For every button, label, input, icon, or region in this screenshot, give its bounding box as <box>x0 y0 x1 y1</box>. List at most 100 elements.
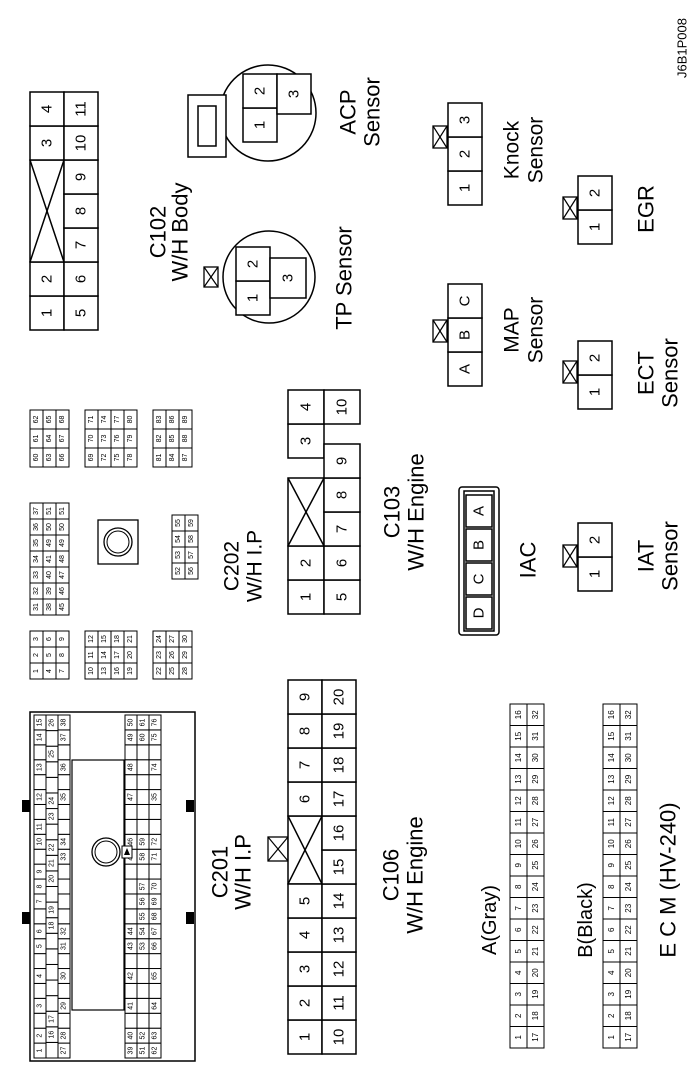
pin-cell <box>465 528 493 562</box>
latch-cross <box>432 319 448 343</box>
pin-label: B <box>471 540 488 550</box>
pin-label: 57 <box>188 551 195 559</box>
pin-label: 13 <box>37 763 44 771</box>
pin-label: 14 <box>331 893 348 910</box>
pin-label: 5 <box>73 309 90 317</box>
pin-cell <box>57 982 71 999</box>
pin-cell <box>124 893 138 910</box>
pin-label: 2 <box>37 1034 44 1038</box>
empty-cross <box>287 815 323 885</box>
pin-label: 1 <box>587 388 604 396</box>
pin-cell <box>123 409 138 430</box>
pin-label: 8 <box>514 884 523 889</box>
pin-label: 29 <box>182 651 189 659</box>
pin-label: 1 <box>587 223 604 231</box>
pin-label: 61 <box>140 718 147 726</box>
pin-label: 14 <box>607 753 616 762</box>
pin-label: 63 <box>46 454 53 462</box>
pin-label: 7 <box>73 241 90 249</box>
pin-label: 28 <box>624 796 633 805</box>
pin-label: 25 <box>531 860 540 869</box>
pin-label: 1 <box>607 1034 616 1039</box>
knock-latch <box>432 125 448 149</box>
pin-label: 19 <box>331 723 348 740</box>
pin-cell <box>235 246 271 282</box>
pin-cell <box>136 953 150 970</box>
pin-label: 8 <box>59 653 66 657</box>
pin-label: 68 <box>152 912 159 920</box>
pin-label: 50 <box>46 523 53 531</box>
pin-cell <box>124 908 138 925</box>
pin-cell <box>577 340 613 376</box>
pin-label: 36 <box>33 523 40 531</box>
pin-cell <box>45 948 59 965</box>
c201-center-hole-inner <box>94 840 118 864</box>
pin-label: 5 <box>37 944 44 948</box>
pin-cell <box>29 125 65 161</box>
pin-cell <box>57 774 71 791</box>
pin-label: 49 <box>59 539 66 547</box>
pin-label: 1 <box>33 669 40 673</box>
pin-label: 59 <box>140 838 147 846</box>
c202-center-hole-inner <box>106 530 130 554</box>
pin-label: C <box>471 573 488 584</box>
pin-label: 21 <box>49 859 56 867</box>
pin-cell <box>63 91 99 127</box>
pin-cell <box>148 1012 162 1029</box>
pin-cell <box>33 982 47 999</box>
c201-lock-tab <box>186 800 194 812</box>
pin-label: 39 <box>128 1047 135 1055</box>
empty-cross <box>29 159 65 263</box>
pin-cell <box>136 1012 150 1029</box>
pin-cell <box>577 209 613 245</box>
pin-label: 8 <box>334 491 351 499</box>
pin-label: 3 <box>280 274 297 282</box>
c106-name: C106 <box>379 849 404 902</box>
pin-cell <box>323 579 361 615</box>
pin-cell <box>323 443 361 479</box>
pin-label: 58 <box>140 853 147 861</box>
pin-label: 51 <box>46 507 53 515</box>
pin-label: 36 <box>61 763 68 771</box>
pin-cell <box>577 556 613 592</box>
pin-cell <box>148 953 162 970</box>
pin-label: 4 <box>298 403 315 411</box>
pin-cell <box>287 1019 323 1055</box>
pin-cell <box>321 985 357 1021</box>
pin-cell <box>447 136 483 172</box>
pin-cell <box>124 803 138 820</box>
pin-cell <box>33 953 47 970</box>
pin-cell <box>287 423 325 459</box>
pin-cell <box>45 776 59 794</box>
pin-label: 23 <box>49 812 56 820</box>
pin-label: 41 <box>46 555 53 563</box>
pin-cell <box>57 908 71 925</box>
pin-label: 31 <box>33 603 40 611</box>
pin-label: 35 <box>152 793 159 801</box>
pin-label: 1 <box>252 121 269 129</box>
c106-latch <box>267 836 289 862</box>
pin-label: 77 <box>114 416 121 424</box>
latch-cross <box>562 360 578 384</box>
pin-cell <box>33 848 47 865</box>
pin-cell <box>184 514 199 532</box>
pin-label: 15 <box>101 635 108 643</box>
pin-label: 4 <box>46 669 53 673</box>
pin-label: 9 <box>73 173 90 181</box>
pin-label: 46 <box>59 587 66 595</box>
pin-label: 2 <box>587 189 604 197</box>
map-desc: Sensor <box>525 297 548 364</box>
pin-cell <box>577 175 613 211</box>
acp-desc: Sensor <box>360 77 385 147</box>
pin-cell <box>45 963 59 981</box>
pin-cell <box>45 761 59 778</box>
pin-label: 2 <box>297 999 314 1007</box>
pin-cell <box>33 908 47 925</box>
pin-label: 52 <box>140 1032 147 1040</box>
pin-label: 32 <box>61 927 68 935</box>
pin-label: 44 <box>128 927 135 935</box>
pin-cell <box>136 789 150 805</box>
pin-label: 86 <box>169 416 176 424</box>
pin-label: 24 <box>531 882 540 891</box>
pin-label: 22 <box>49 844 56 852</box>
